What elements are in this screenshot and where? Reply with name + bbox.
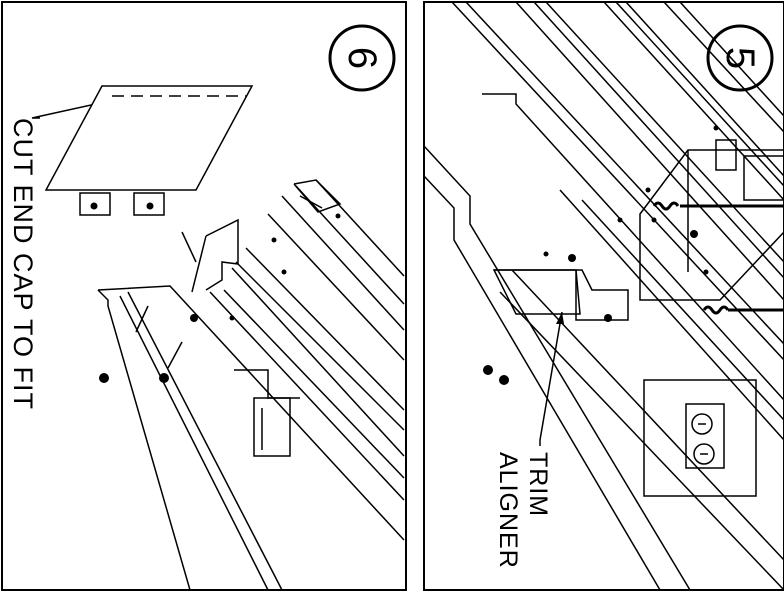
fixture-channel-5 (423, 1, 784, 591)
panel-6-frame (1, 1, 407, 591)
callout-5-arrowhead (556, 312, 564, 324)
fixture-channel-6 (97, 179, 405, 591)
screws-5 (483, 125, 719, 385)
wire-leads (652, 201, 784, 315)
step-5-badge: 5 (706, 24, 774, 92)
trim-callout-line1: TRIM (524, 452, 552, 517)
callout-5-leader (539, 311, 563, 446)
screws-6 (99, 213, 341, 383)
step-5-number: 5 (718, 47, 762, 69)
panel-step-6: 6 CUT END CAP TO FIT (1, 1, 407, 591)
trim-callout-line2: ALIGNER (494, 452, 522, 569)
panel-step-5: 5 TRIM ALIGNER (423, 1, 784, 591)
cut-end-cap-callout: CUT END CAP TO FIT (8, 118, 38, 410)
step-6-number: 6 (340, 47, 384, 69)
step-6-badge: 6 (328, 24, 396, 92)
end-cap-part (44, 85, 254, 216)
